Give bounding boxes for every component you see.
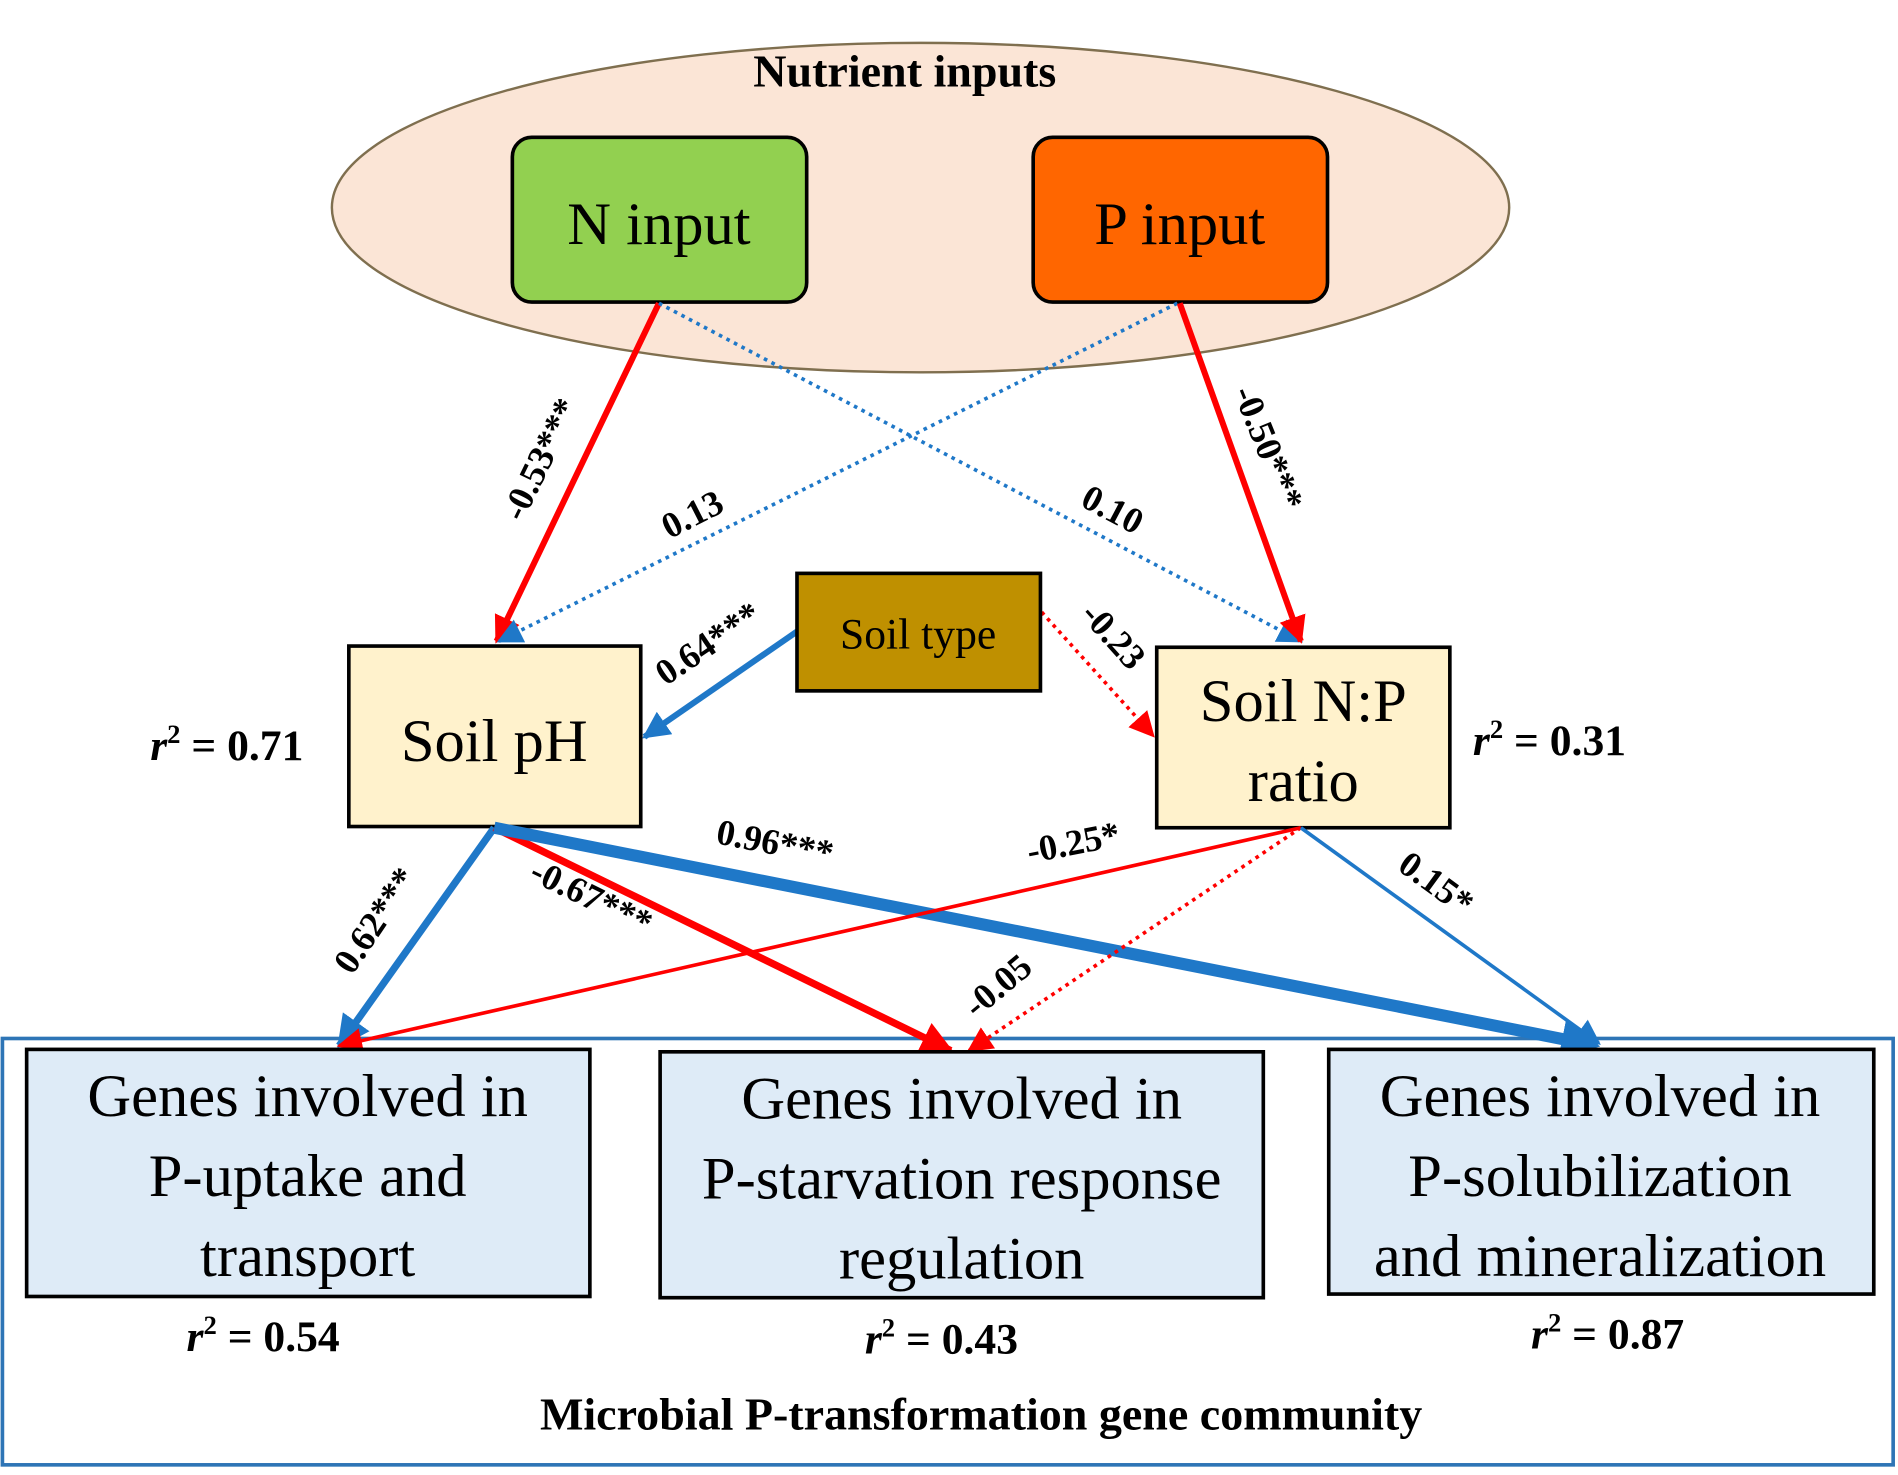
arrow-np-to-starvation [966,826,1302,1053]
arrow-ph-to-uptake [336,825,498,1049]
coef-ph-to-uptake: 0.62*** [326,860,425,980]
arrow-np-to-solub [1299,826,1601,1045]
genes-solub-line1: Genes involved in [1380,1063,1821,1130]
soil-type-label: Soil type [840,610,996,658]
soil-np-label-line1: Soil N:P [1200,668,1407,735]
coef-np-to-uptake: -0.25* [1023,814,1123,871]
coef-soiltype-to-np: -0.23 [1073,594,1153,677]
genes-uptake-line2: P-uptake and [149,1143,467,1210]
genes-solub-r2: r2 = 0.87 [1531,1308,1684,1359]
soil-np-label-line2: ratio [1248,748,1359,815]
coef-soiltype-to-ph: 0.64*** [648,594,768,693]
arrow-p-to-np [1176,302,1306,644]
coef-p-to-np: -0.50*** [1225,380,1311,516]
n-input-node: N input [510,135,809,304]
genes-uptake-line3: transport [200,1223,415,1290]
soil-np-node: Soil N:P ratio [1154,645,1452,830]
p-input-node: P input [1031,135,1330,304]
genes-solub-line2: P-solubilization [1408,1143,1791,1210]
coef-ph-to-solub: 0.96*** [713,812,837,874]
coef-np-to-solub: 0.15* [1391,843,1481,923]
soil-ph-r2: r2 = 0.71 [150,719,303,770]
coef-ph-to-starvation: -0.67*** [524,850,659,943]
genes-uptake-node: Genes involved in P-uptake and transport [24,1047,592,1299]
nutrient-inputs-title: Nutrient inputs [753,45,1056,96]
arrow-n-to-ph [493,301,662,644]
coef-p-to-ph: 0.13 [655,482,730,547]
arrow-ph-to-starvation [492,824,954,1054]
soil-np-r2: r2 = 0.31 [1473,714,1626,765]
soil-type-node: Soil type [795,571,1043,693]
genes-uptake-r2: r2 = 0.54 [187,1310,340,1361]
arrow-ph-to-solub [493,821,1601,1059]
soil-ph-label: Soil pH [401,708,588,775]
genes-solub-node: Genes involved in P-solubilization and m… [1326,1047,1876,1296]
soil-ph-node: Soil pH [347,644,643,829]
n-input-label: N input [567,191,751,258]
genes-solub-line3: and mineralization [1374,1223,1826,1290]
arrow-soiltype-to-ph [642,629,799,740]
arrow-soiltype-to-np [1040,610,1155,738]
coef-n-to-ph: -0.53*** [494,392,587,527]
community-title: Microbial P-transformation gene communit… [540,1389,1422,1440]
arrow-n-to-np [658,301,1304,643]
genes-starvation-line3: regulation [839,1225,1084,1292]
genes-starvation-line1: Genes involved in [741,1065,1182,1132]
genes-starvation-node: Genes involved in P-starvation response … [658,1049,1266,1300]
p-input-label: P input [1094,191,1265,258]
coef-n-to-np: 0.10 [1075,477,1150,542]
genes-uptake-line1: Genes involved in [87,1063,528,1130]
genes-starvation-r2: r2 = 0.43 [865,1312,1018,1363]
genes-starvation-line2: P-starvation response [702,1145,1222,1212]
arrow-np-to-uptake [336,825,1302,1054]
